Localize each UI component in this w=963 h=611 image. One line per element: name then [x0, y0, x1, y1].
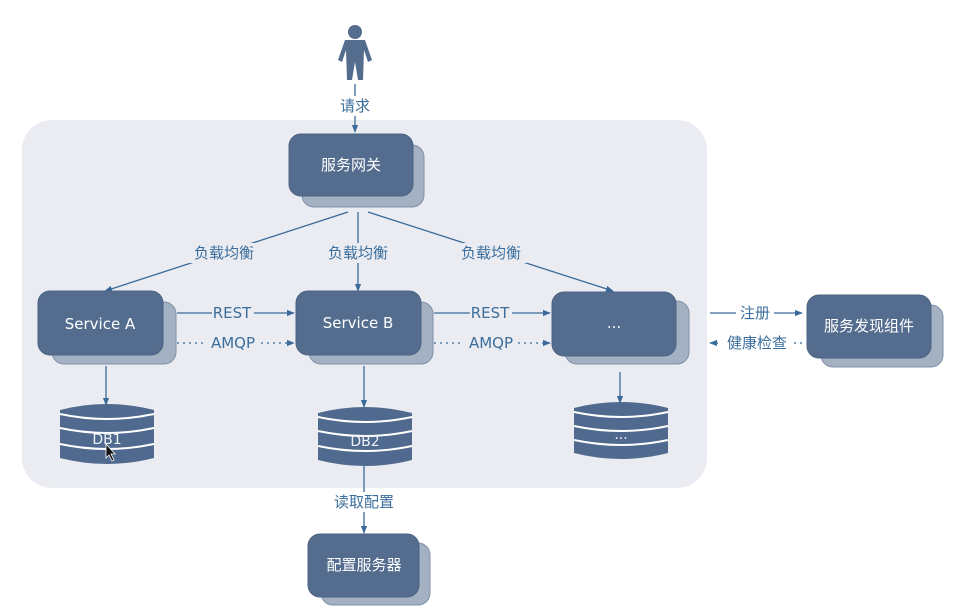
read-config-label: 读取配置 [334, 493, 394, 511]
service-more-node[interactable]: ... [551, 291, 690, 365]
service-a-node[interactable]: Service A [37, 290, 177, 365]
amqp-label-bc: AMQP [469, 334, 513, 352]
mouse-cursor-icon [105, 442, 116, 462]
discovery-label: 服务发现组件 [824, 317, 914, 335]
gateway-node[interactable]: 服务网关 [288, 133, 425, 208]
service-a-label: Service A [65, 315, 136, 333]
config-server-node[interactable]: 配置服务器 [307, 533, 431, 606]
load-balance-label-a: 负载均衡 [194, 244, 254, 262]
rest-label-bc: REST [471, 304, 510, 322]
load-balance-label-c: 负载均衡 [461, 244, 521, 262]
service-more-label: ... [607, 314, 621, 332]
request-label: 请求 [340, 97, 370, 115]
health-check-label: 健康检查 [727, 334, 787, 352]
db2-database-icon[interactable]: DB2 [317, 407, 413, 466]
service-b-node[interactable]: Service B [295, 290, 434, 365]
db2-label: DB2 [350, 434, 379, 450]
rest-label-ab: REST [213, 304, 252, 322]
config-server-label: 配置服务器 [326, 556, 401, 574]
gateway-label: 服务网关 [321, 156, 381, 174]
service-b-label: Service B [323, 314, 394, 332]
discovery-node[interactable]: 服务发现组件 [806, 294, 944, 368]
person-icon [338, 25, 372, 80]
db-more-database-icon[interactable]: ... [573, 402, 669, 459]
load-balance-label-b: 负载均衡 [328, 244, 388, 262]
db1-label: DB1 [92, 432, 121, 448]
db1-database-icon[interactable]: DB1 [59, 404, 155, 464]
db-more-label: ... [614, 427, 627, 443]
amqp-label-ab: AMQP [211, 334, 255, 352]
register-label: 注册 [740, 304, 770, 322]
